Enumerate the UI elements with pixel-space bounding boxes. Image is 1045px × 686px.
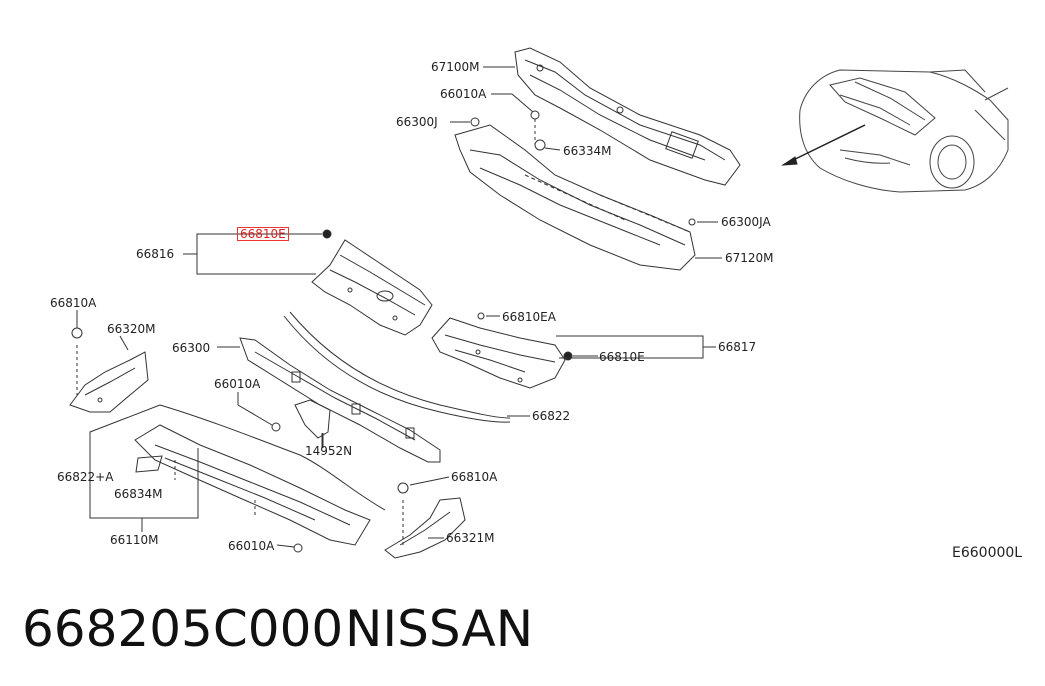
part-66321M — [385, 498, 465, 558]
label-66810A-bottom: 66810A — [451, 470, 498, 484]
label-66816: 66816 — [136, 247, 175, 261]
fasteners — [72, 111, 695, 552]
label-66810E-highlighted[interactable]: 66810E — [237, 227, 289, 241]
part-66816 — [312, 240, 432, 335]
label-66810E: 66810E — [599, 350, 645, 364]
part-66110M — [135, 405, 385, 545]
part-67120M — [455, 125, 695, 270]
leader-lines — [77, 67, 722, 547]
manufacturer-caption: NISSAN — [345, 600, 534, 658]
label-67100M: 67100M — [431, 60, 480, 74]
label-66810A-left: 66810A — [50, 296, 97, 310]
label-66321M: 66321M — [446, 531, 495, 545]
diagram-code: E660000L — [952, 545, 1023, 561]
label-66810EA: 66810EA — [502, 310, 556, 324]
car-inset-illustration — [783, 70, 1008, 192]
part-66817 — [432, 318, 565, 388]
part-66822 — [284, 312, 510, 422]
label-66822: 66822 — [532, 409, 571, 423]
label-66834M: 66834M — [114, 487, 163, 501]
label-66817: 66817 — [718, 340, 757, 354]
label-66300J: 66300J — [396, 115, 438, 129]
label-14952N: 14952N — [305, 444, 353, 458]
label-66010A-mid: 66010A — [214, 377, 261, 391]
label-66110M: 66110M — [110, 533, 159, 547]
part-66834M — [136, 456, 162, 472]
label-66300: 66300 — [172, 341, 211, 355]
label-66010A-bottom: 66010A — [228, 539, 275, 553]
part-number-caption: 668205C000 — [22, 600, 344, 658]
part-67100M — [515, 48, 740, 185]
label-67120M: 67120M — [725, 251, 774, 265]
part-66320M — [70, 345, 148, 412]
label-66300JA: 66300JA — [721, 215, 771, 229]
part-66300 — [240, 338, 440, 462]
part-14952N — [295, 400, 330, 448]
label-66334M: 66334M — [563, 144, 612, 158]
label-66010A-top: 66010A — [440, 87, 487, 101]
label-66822-A: 66822+A — [57, 470, 114, 484]
label-66320M: 66320M — [107, 322, 156, 336]
